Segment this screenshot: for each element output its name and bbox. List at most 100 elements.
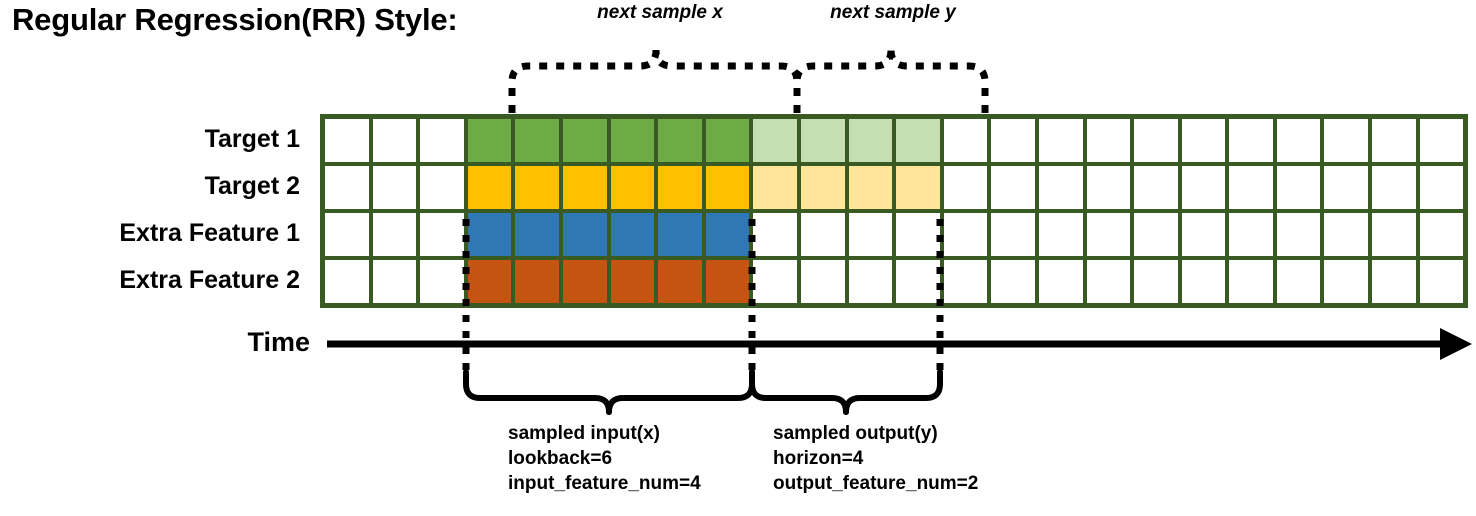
grid-cell-output [800,166,845,209]
grid-cell-output [753,166,797,209]
grid-cell-empty [1419,119,1464,162]
grid-cell-empty [943,213,988,256]
brace-sampled-input [463,369,755,415]
grid-cell-input [562,119,607,162]
grid-cell-empty [1229,213,1273,256]
grid-cell-empty [1324,119,1369,162]
brace-sampled-output [749,369,943,415]
grid-cell-empty [1372,213,1416,256]
grid-cell-empty [1086,213,1131,256]
grid-cell-input [515,213,559,256]
grid-cell-empty [800,213,845,256]
grid-cell-empty [1372,260,1416,303]
grid-cell-input [705,213,750,256]
grid-cell-input [705,260,750,303]
grid-cell-empty [991,260,1035,303]
grid-cell-input [610,119,655,162]
grid-cell-empty [1181,166,1226,209]
grid-cell-input [515,119,559,162]
grid-row [325,166,1464,209]
grid-cell-empty [991,119,1035,162]
grid-cell-input [658,166,702,209]
grid-cell-output [896,119,940,162]
grid-cell-empty [848,260,893,303]
grid-cell-input [467,166,512,209]
time-axis-arrow-icon [327,328,1472,360]
caption-input-lookback: lookback=6 [508,448,613,469]
grid-cell-empty [1038,166,1083,209]
grid-cell-empty [420,119,464,162]
caption-sampled-output: sampled output(y) horizon=4 output_featu… [773,421,978,496]
grid-cell-empty [1181,119,1226,162]
grid-cell-input [658,213,702,256]
grid-cell-empty [372,260,417,303]
grid-cell-input [515,166,559,209]
grid-cell-empty [1372,166,1416,209]
row-label-extra-feature-2: Extra Feature 2 [119,266,300,294]
grid-cell-empty [325,213,369,256]
grid-cell-input [467,119,512,162]
grid-cell-input [467,260,512,303]
grid-cell-empty [1276,166,1321,209]
grid-cell-empty [753,260,797,303]
row-label-column: Target 1 Target 2 Extra Feature 1 Extra … [0,116,310,304]
grid-cell-empty [1086,119,1131,162]
row-label-target-1: Target 1 [204,125,300,153]
grid-cell-empty [1324,213,1369,256]
grid-cell-output [848,119,893,162]
grid-cell-empty [1086,166,1131,209]
grid-cell-empty [753,213,797,256]
grid-cell-input [610,260,655,303]
grid-cell-empty [325,119,369,162]
grid-cell-input [562,166,607,209]
grid-cell-input [562,260,607,303]
grid-cell-empty [1276,213,1321,256]
grid-cell-empty [372,166,417,209]
dotted-brace-next-sample-y [793,49,989,113]
grid-cell-empty [896,213,940,256]
grid-cell-empty [1419,213,1464,256]
grid-cell-empty [943,260,988,303]
annotation-next-sample-y: next sample y [830,2,956,23]
grid-cell-empty [991,213,1035,256]
caption-output-title: sampled output(y) [773,423,938,444]
grid-cell-empty [1229,119,1273,162]
grid-row [325,260,1464,303]
grid-cell-empty [1134,119,1178,162]
grid-cell-empty [1419,166,1464,209]
grid-cell-empty [943,119,988,162]
dotted-brace-next-sample-x [508,49,801,113]
grid-cell-empty [420,213,464,256]
grid-cell-empty [325,260,369,303]
grid-cell-empty [943,166,988,209]
grid-cell-empty [1038,213,1083,256]
grid-cell-output [753,119,797,162]
caption-sampled-input: sampled input(x) lookback=6 input_featur… [508,421,701,496]
grid-cell-empty [325,166,369,209]
grid-cell-input [658,260,702,303]
grid-cell-empty [420,260,464,303]
grid-cell-input [705,166,750,209]
grid-cell-empty [1134,260,1178,303]
grid-cell-empty [1229,260,1273,303]
grid-cell-output [896,166,940,209]
grid-cell-empty [420,166,464,209]
caption-output-horizon: horizon=4 [773,448,864,469]
caption-input-feature-num: input_feature_num=4 [508,473,701,494]
grid-cell-empty [1372,119,1416,162]
grid-cell-empty [1134,166,1178,209]
grid-cell-input [562,213,607,256]
grid-cell-input [610,213,655,256]
grid-cell-empty [1038,260,1083,303]
grid-cell-empty [1181,213,1226,256]
grid-row [325,213,1464,256]
timeline-grid [320,114,1469,308]
grid-cell-empty [848,213,893,256]
grid-cell-empty [1324,260,1369,303]
grid-cell-input [610,166,655,209]
grid-cell-empty [372,213,417,256]
grid-cell-output [848,166,893,209]
grid-cell-empty [372,119,417,162]
grid-cell-empty [1276,119,1321,162]
